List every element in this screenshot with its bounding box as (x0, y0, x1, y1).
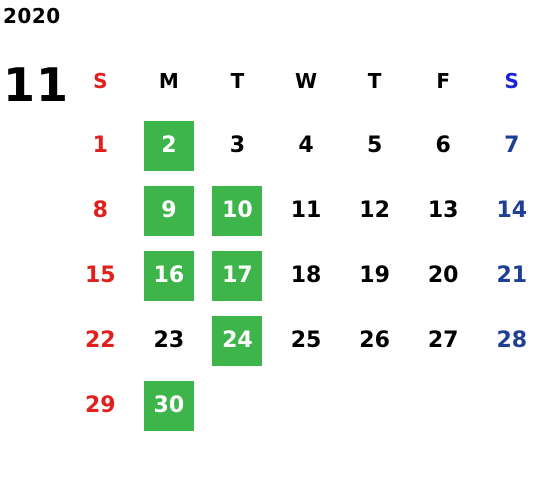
day-cell: 29 (66, 373, 135, 438)
day-cell: 11 (272, 178, 341, 243)
day-number (418, 381, 468, 431)
day-cell: 19 (340, 243, 409, 308)
week-row: 15 16 17 18 19 20 21 (66, 243, 546, 308)
day-number: 17 (212, 250, 263, 301)
week-row: 1 2 3 4 5 6 7 (66, 113, 546, 178)
day-number: 3 (229, 133, 246, 158)
day-cell: 22 (66, 308, 135, 373)
day-number: 9 (143, 185, 194, 236)
weekday-mon: M (158, 69, 179, 93)
day-cell: 5 (340, 113, 409, 178)
weekday-fri: F (436, 69, 451, 93)
day-number (212, 381, 262, 431)
day-number: 5 (366, 133, 383, 158)
day-cell (203, 373, 272, 438)
day-number: 27 (427, 328, 459, 353)
day-cell: 20 (409, 243, 478, 308)
day-cell: 14 (477, 178, 546, 243)
day-cell (340, 373, 409, 438)
day-number: 23 (153, 328, 185, 353)
day-cell: 27 (409, 308, 478, 373)
day-cell-highlighted: 24 (203, 308, 272, 373)
day-number (487, 381, 537, 431)
week-row: 8 9 10 11 12 13 14 (66, 178, 546, 243)
year-label: 2020 (3, 4, 61, 28)
day-cell: 12 (340, 178, 409, 243)
day-number: 22 (84, 328, 116, 353)
calendar-grid: S M T W T F S 1 2 3 4 5 6 7 8 9 10 11 12… (66, 49, 546, 438)
weekday-sat: S (504, 69, 519, 93)
day-cell: 18 (272, 243, 341, 308)
day-number: 29 (84, 393, 116, 418)
weekday-sun: S (93, 69, 108, 93)
day-cell: 26 (340, 308, 409, 373)
day-number: 2 (143, 120, 194, 171)
day-cell-highlighted: 2 (135, 113, 204, 178)
day-cell: 3 (203, 113, 272, 178)
day-number (350, 381, 400, 431)
day-cell-highlighted: 16 (135, 243, 204, 308)
day-number: 26 (359, 328, 390, 353)
day-cell-highlighted: 17 (203, 243, 272, 308)
day-number: 4 (298, 133, 314, 158)
day-cell: 21 (477, 243, 546, 308)
day-number: 19 (359, 263, 390, 288)
day-number: 14 (496, 198, 528, 223)
weekday-thu: T (367, 69, 382, 93)
day-number: 8 (92, 198, 108, 223)
day-cell: 8 (66, 178, 135, 243)
day-cell: 1 (66, 113, 135, 178)
weekday-header-row: S M T W T F S (66, 49, 546, 113)
day-cell-highlighted: 30 (135, 373, 204, 438)
day-cell (272, 373, 341, 438)
day-number: 24 (212, 315, 263, 366)
day-cell: 23 (135, 308, 204, 373)
day-cell (409, 373, 478, 438)
week-row: 22 23 24 25 26 27 28 (66, 308, 546, 373)
day-number: 11 (290, 198, 322, 223)
weekday-wed: W (294, 69, 318, 93)
day-number: 28 (496, 328, 528, 353)
day-number (281, 381, 331, 431)
day-number: 16 (143, 250, 194, 301)
month-label: 11 (3, 58, 70, 112)
day-number: 30 (143, 380, 194, 431)
day-cell: 6 (409, 113, 478, 178)
day-cell: 15 (66, 243, 135, 308)
day-number: 25 (290, 328, 322, 353)
day-cell: 25 (272, 308, 341, 373)
day-number: 10 (212, 185, 263, 236)
day-cell: 28 (477, 308, 546, 373)
day-number: 15 (84, 263, 116, 288)
day-number: 21 (496, 263, 528, 288)
day-cell (477, 373, 546, 438)
day-number: 12 (359, 198, 390, 223)
day-cell: 4 (272, 113, 341, 178)
weekday-tue: T (230, 69, 245, 93)
day-cell: 7 (477, 113, 546, 178)
day-number: 13 (427, 198, 459, 223)
day-cell: 13 (409, 178, 478, 243)
day-number: 6 (435, 133, 451, 158)
day-cell-highlighted: 10 (203, 178, 272, 243)
week-row: 29 30 (66, 373, 546, 438)
day-cell-highlighted: 9 (135, 178, 204, 243)
day-number: 1 (92, 133, 108, 158)
day-number: 20 (427, 263, 459, 288)
day-number: 7 (504, 133, 520, 158)
day-number: 18 (290, 263, 322, 288)
